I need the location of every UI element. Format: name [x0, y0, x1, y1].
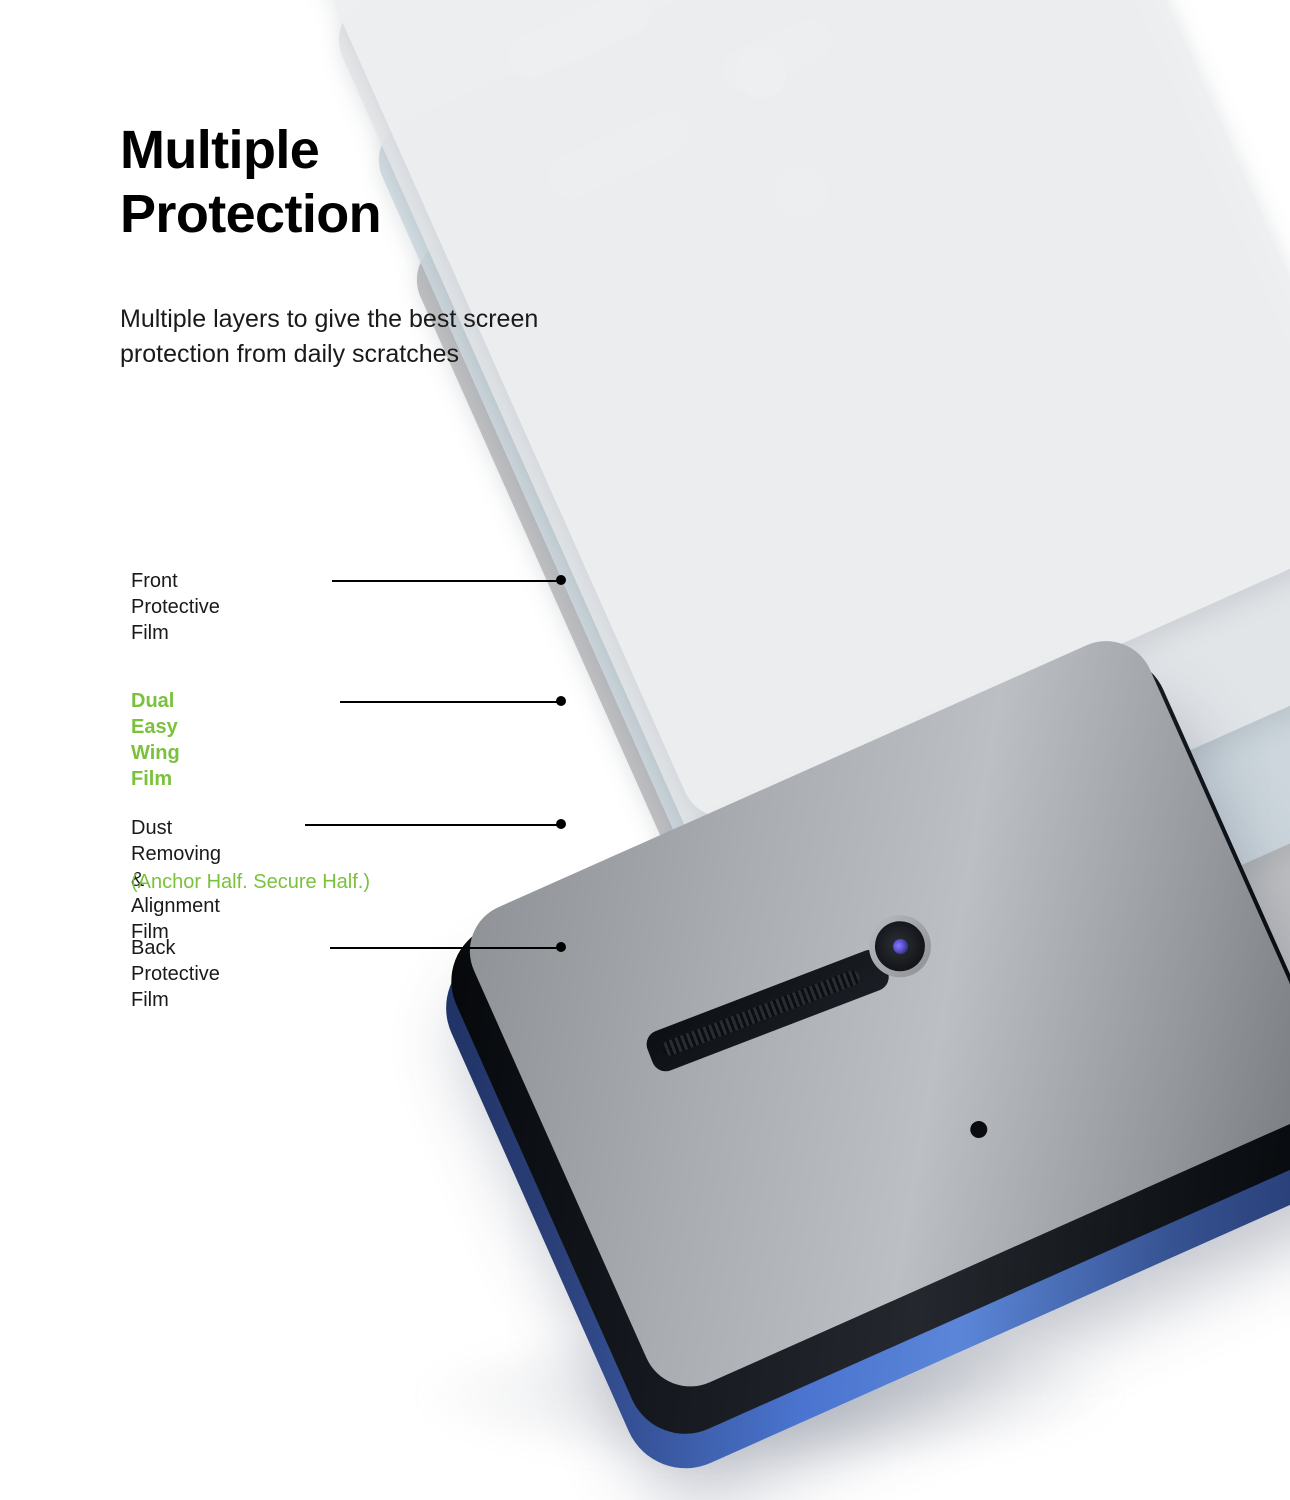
leader-line [332, 580, 560, 582]
leader-dot [556, 819, 566, 829]
leader-line [340, 701, 560, 703]
callout-label: Dust Removing & Alignment Film [131, 817, 222, 943]
leader-line [305, 824, 560, 826]
page-subtitle: Multiple layers to give the best screen … [120, 305, 539, 368]
leader-dot [556, 575, 566, 585]
callout-label: Dual Easy Wing Film [131, 690, 180, 790]
leader-dot [556, 696, 566, 706]
earpiece-grille-icon [660, 968, 862, 1058]
leader-line [330, 947, 560, 949]
callout-sublabel: (Anchor Half. Secure Half.) [131, 871, 370, 893]
page-title: Multiple Protection [120, 120, 382, 244]
callout-label: Back Protective Film [131, 937, 220, 1011]
microphone-hole-icon [967, 1118, 991, 1141]
callout-label: Front Protective Film [131, 570, 220, 644]
leader-dot [556, 942, 566, 952]
